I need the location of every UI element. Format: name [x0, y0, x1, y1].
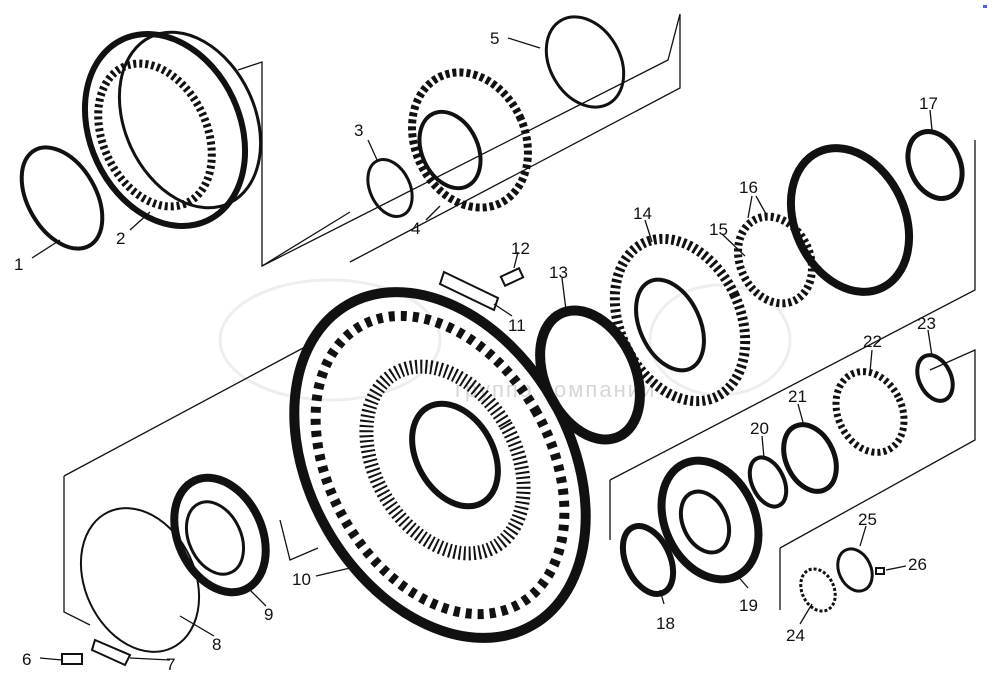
part-6-bolt: [61, 653, 83, 665]
part-label-23: 23: [917, 314, 936, 333]
group-frames: [63, 13, 976, 626]
part-20-ring: [747, 455, 789, 509]
part-label-22: 22: [863, 332, 882, 351]
part-2-clutch-drum: [81, 30, 263, 230]
part-label-7: 7: [166, 655, 175, 674]
part-label-26: 26: [908, 555, 927, 574]
part-label-12: 12: [511, 239, 530, 258]
part-22-gear: [832, 368, 908, 456]
part-7-lock-plate: [90, 638, 132, 667]
part-label-17: 17: [919, 94, 938, 113]
part-label-5: 5: [490, 29, 499, 48]
part-label-10: 10: [292, 570, 311, 589]
part-1-snap-ring: [19, 145, 105, 251]
part-26-screw: [875, 567, 885, 575]
part-label-4: 4: [411, 219, 420, 238]
part-17-bushing: [905, 129, 965, 201]
part-19-bearing: [657, 456, 763, 584]
part-label-24: 24: [786, 626, 805, 645]
part-label-8: 8: [212, 635, 221, 654]
part-14-gear: [609, 233, 751, 407]
part-label-20: 20: [750, 419, 769, 438]
corner-mark: [983, 5, 987, 8]
part-label-13: 13: [549, 263, 568, 282]
part-label-2: 2: [116, 229, 125, 248]
part-15-16-gear-shaft: [734, 144, 914, 308]
part-label-9: 9: [264, 605, 273, 624]
part-23-ring: [915, 353, 955, 403]
part-5-ring: [544, 15, 626, 109]
part-25-flange: [836, 547, 874, 593]
part-label-6: 6: [22, 650, 31, 669]
part-8-cover: [79, 507, 201, 653]
part-label-25: 25: [858, 510, 877, 529]
part-label-21: 21: [788, 387, 807, 406]
part-label-18: 18: [656, 614, 675, 633]
part-9-bearing: [170, 473, 270, 597]
part-21-ring: [781, 422, 839, 494]
part-label-3: 3: [354, 121, 363, 140]
part-label-14: 14: [633, 204, 652, 223]
leader-lines: [31, 37, 933, 661]
part-12-bolt: [499, 266, 525, 288]
part-3-ring: [366, 158, 414, 218]
part-4-hub: [408, 68, 532, 212]
part-label-1: 1: [14, 255, 23, 274]
part-label-11: 11: [508, 316, 526, 335]
part-label-19: 19: [739, 596, 758, 615]
part-label-15: 15: [709, 220, 728, 239]
part-11-plate: [438, 270, 500, 312]
part-label-16: 16: [739, 178, 758, 197]
part-24-washer: [799, 567, 837, 613]
part-18-bearing-ring: [619, 523, 677, 597]
